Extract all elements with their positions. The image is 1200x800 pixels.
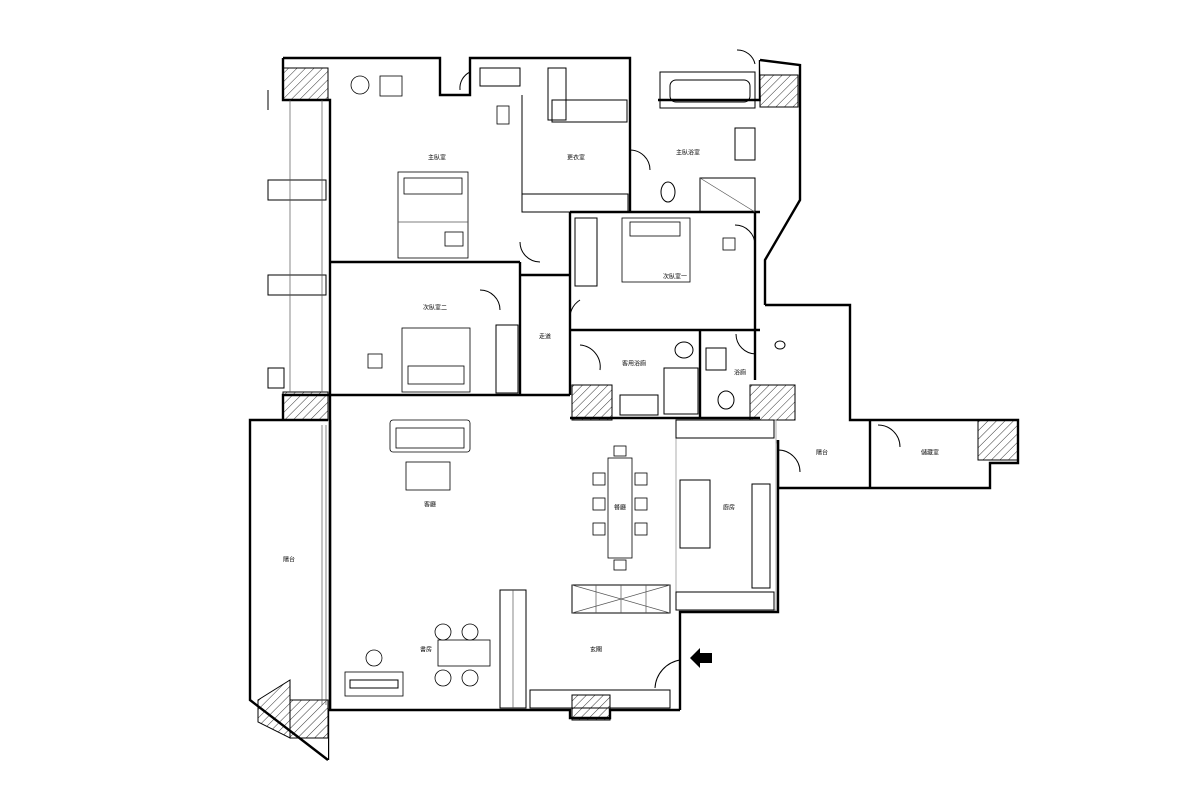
bedroom-one-furniture [574, 217, 736, 287]
study-furniture [344, 589, 527, 709]
label-kitchen: 廚房 [723, 504, 735, 512]
doors [459, 49, 901, 473]
west-windows [267, 90, 327, 705]
label-study: 書房 [420, 646, 432, 654]
master-bedroom-furniture [350, 67, 629, 259]
label-living-room: 客廳 [424, 501, 436, 509]
label-corridor: 走道 [539, 333, 551, 341]
label-bath-small: 浴廁 [734, 369, 746, 377]
label-master-bathroom: 主臥浴室 [676, 149, 700, 157]
label-walk-in-closet: 更衣室 [567, 154, 585, 162]
label-guest-bathroom: 客用浴廁 [622, 360, 646, 368]
label-second-bedroom-one: 次臥室一 [663, 273, 687, 281]
master-bathroom-fixtures [659, 71, 756, 213]
living-room-furniture [389, 419, 471, 491]
exterior-walls [248, 56, 1020, 761]
label-second-bedroom-two: 次臥室二 [423, 304, 447, 312]
dining-table [592, 445, 648, 571]
label-master-bedroom: 主臥室 [428, 154, 446, 162]
structural-columns [257, 67, 1019, 739]
label-entrance-hall: 玄關 [590, 646, 602, 654]
label-storage-room: 儲藏室 [921, 449, 939, 457]
entry-arrow-icon [690, 648, 712, 668]
kitchen-area [675, 419, 777, 611]
room-labels: 主臥室 更衣室 主臥浴室 次臥室一 次臥室二 走道 客用浴廁 浴廁 陽台 儲藏室… [283, 149, 939, 654]
entrance-door [529, 659, 681, 709]
label-balcony-east: 陽台 [816, 449, 828, 457]
cabinet-unit [571, 584, 671, 614]
label-balcony-west: 陽台 [283, 556, 295, 564]
guest-bathroom-fixtures [619, 340, 786, 416]
label-dining-room: 餐廳 [614, 504, 626, 512]
bedroom-two-furniture [367, 324, 519, 394]
